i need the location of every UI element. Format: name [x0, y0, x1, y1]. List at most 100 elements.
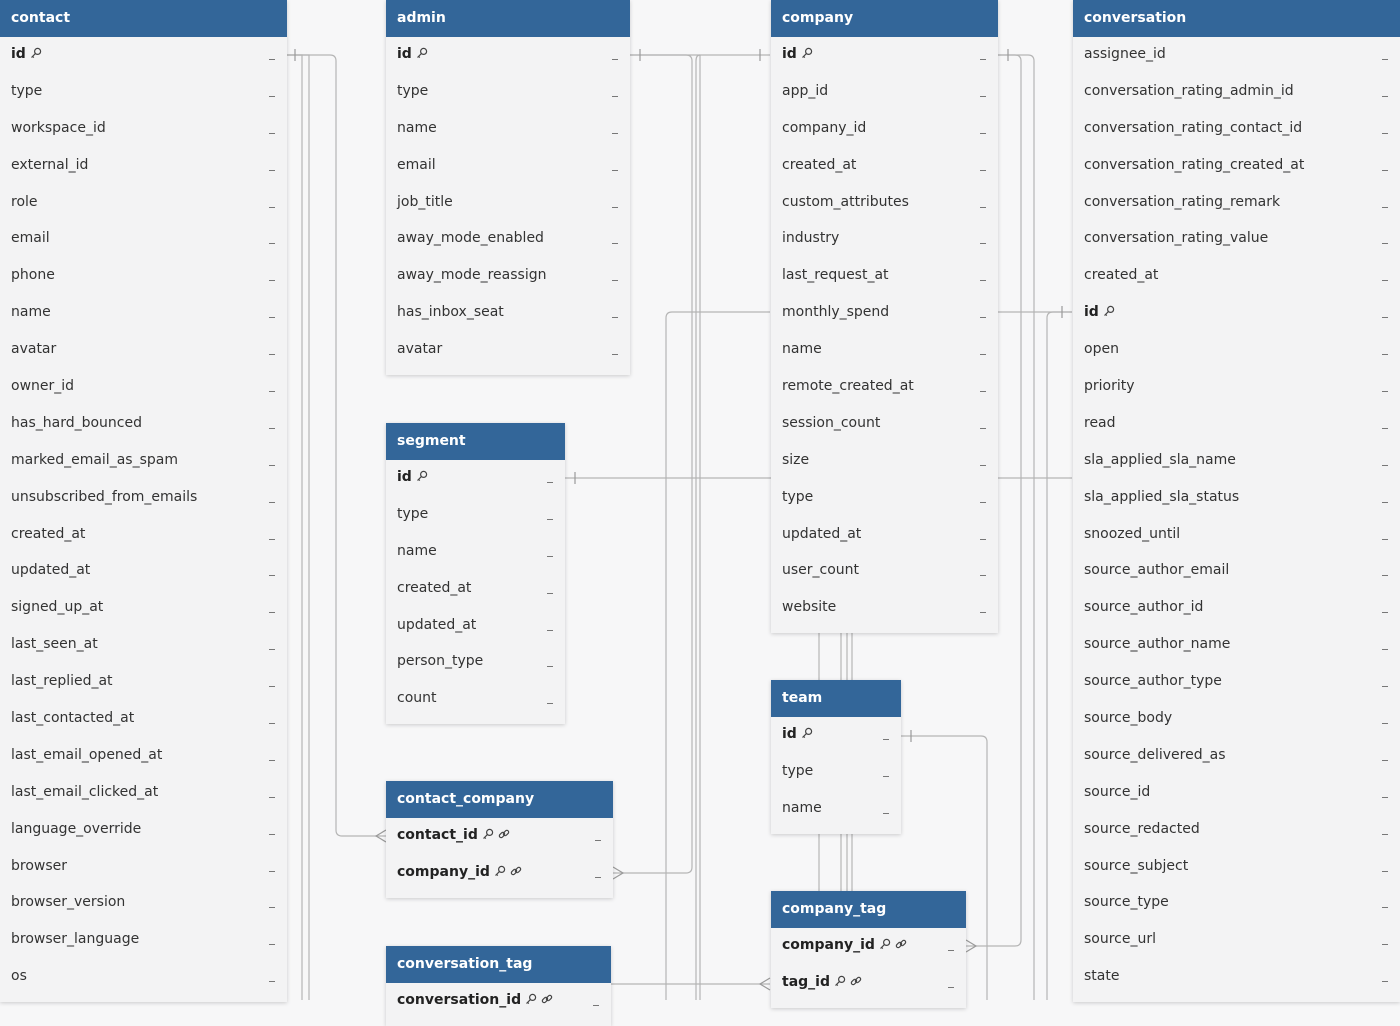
column-menu-icon[interactable] — [269, 243, 275, 245]
column-menu-icon[interactable] — [1382, 686, 1388, 688]
column-row[interactable]: conversation_rating_value — [1073, 221, 1400, 258]
column-row[interactable]: source_author_type — [1073, 664, 1400, 701]
table-header[interactable]: contact_company — [386, 781, 613, 818]
column-row[interactable]: away_mode_enabled — [386, 221, 630, 258]
column-row[interactable]: type — [386, 74, 630, 111]
column-menu-icon[interactable] — [547, 482, 553, 483]
column-row[interactable]: language_override — [0, 812, 287, 849]
column-row[interactable]: email — [386, 148, 630, 185]
column-row[interactable]: name — [386, 534, 565, 571]
column-menu-icon[interactable] — [269, 464, 275, 466]
column-menu-icon[interactable] — [980, 317, 986, 319]
column-row[interactable]: browser — [0, 849, 287, 886]
column-row[interactable]: custom_attributes — [771, 185, 998, 222]
column-menu-icon[interactable] — [547, 629, 553, 631]
column-row[interactable]: size — [771, 443, 998, 480]
column-menu-icon[interactable] — [269, 169, 275, 171]
column-menu-icon[interactable] — [1382, 649, 1388, 651]
column-row[interactable]: marked_email_as_spam — [0, 443, 287, 480]
column-menu-icon[interactable] — [269, 686, 275, 688]
column-menu-icon[interactable] — [269, 132, 275, 134]
column-menu-icon[interactable] — [1382, 464, 1388, 466]
column-row[interactable]: last_replied_at — [0, 664, 287, 701]
table-header[interactable]: conversation — [1073, 0, 1400, 37]
column-menu-icon[interactable] — [980, 59, 986, 60]
column-row[interactable]: website — [771, 590, 998, 627]
table-header[interactable]: admin — [386, 0, 630, 37]
column-menu-icon[interactable] — [980, 575, 986, 577]
column-row[interactable]: snoozed_until — [1073, 517, 1400, 554]
column-row[interactable]: source_body — [1073, 701, 1400, 738]
column-menu-icon[interactable] — [269, 612, 275, 614]
column-row[interactable]: open — [1073, 332, 1400, 369]
column-row[interactable]: browser_language — [0, 922, 287, 959]
column-menu-icon[interactable] — [612, 317, 618, 319]
column-row[interactable]: remote_created_at — [771, 369, 998, 406]
column-row[interactable]: source_subject — [1073, 849, 1400, 886]
column-menu-icon[interactable] — [612, 354, 618, 356]
column-row[interactable]: last_request_at — [771, 258, 998, 295]
column-row[interactable]: updated_at — [386, 608, 565, 645]
column-menu-icon[interactable] — [1382, 280, 1388, 282]
column-row[interactable]: conversation_rating_admin_id — [1073, 74, 1400, 111]
column-menu-icon[interactable] — [1382, 132, 1388, 134]
table-header[interactable]: contact — [0, 0, 287, 37]
column-menu-icon[interactable] — [612, 169, 618, 171]
column-menu-icon[interactable] — [980, 612, 986, 614]
column-row[interactable]: updated_at — [771, 517, 998, 554]
column-menu-icon[interactable] — [269, 649, 275, 651]
column-menu-icon[interactable] — [269, 501, 275, 503]
column-row[interactable]: monthly_spend — [771, 295, 998, 332]
column-row[interactable]: source_redacted — [1073, 812, 1400, 849]
column-menu-icon[interactable] — [883, 775, 889, 777]
column-menu-icon[interactable] — [980, 464, 986, 466]
column-menu-icon[interactable] — [980, 95, 986, 97]
column-menu-icon[interactable] — [883, 739, 889, 740]
column-row[interactable]: contact_id — [386, 818, 613, 855]
column-row[interactable]: name — [386, 111, 630, 148]
column-menu-icon[interactable] — [1382, 354, 1388, 356]
column-menu-icon[interactable] — [269, 206, 275, 208]
column-row[interactable]: company_id — [386, 855, 613, 892]
column-row[interactable]: company_id — [771, 111, 998, 148]
column-row[interactable]: updated_at — [0, 553, 287, 590]
column-row[interactable]: conversation_id — [386, 983, 611, 1020]
column-row[interactable]: name — [771, 791, 901, 828]
column-row[interactable]: id — [771, 37, 998, 74]
column-menu-icon[interactable] — [1382, 796, 1388, 798]
column-menu-icon[interactable] — [980, 391, 986, 393]
column-row[interactable]: created_at — [386, 571, 565, 608]
column-menu-icon[interactable] — [1382, 169, 1388, 171]
column-menu-icon[interactable] — [1382, 723, 1388, 725]
column-menu-icon[interactable] — [269, 575, 275, 577]
column-row[interactable]: source_author_email — [1073, 553, 1400, 590]
column-row[interactable]: conversation_rating_created_at — [1073, 148, 1400, 185]
column-menu-icon[interactable] — [980, 354, 986, 356]
column-menu-icon[interactable] — [547, 555, 553, 557]
column-menu-icon[interactable] — [1382, 907, 1388, 909]
column-menu-icon[interactable] — [547, 703, 553, 705]
column-row[interactable]: type — [386, 497, 565, 534]
column-menu-icon[interactable] — [269, 95, 275, 97]
column-row[interactable]: type — [771, 754, 901, 791]
column-menu-icon[interactable] — [612, 59, 618, 60]
column-row[interactable]: os — [0, 959, 287, 996]
column-row[interactable]: has_hard_bounced — [0, 406, 287, 443]
column-menu-icon[interactable] — [269, 907, 275, 909]
column-menu-icon[interactable] — [269, 280, 275, 282]
column-menu-icon[interactable] — [269, 944, 275, 946]
column-menu-icon[interactable] — [1382, 427, 1388, 429]
column-row[interactable]: sla_applied_sla_name — [1073, 443, 1400, 480]
column-menu-icon[interactable] — [980, 132, 986, 134]
column-row[interactable]: away_mode_reassign — [386, 258, 630, 295]
column-menu-icon[interactable] — [547, 518, 553, 520]
column-row[interactable]: job_title — [386, 185, 630, 222]
column-row[interactable]: source_id — [1073, 775, 1400, 812]
column-menu-icon[interactable] — [1382, 575, 1388, 577]
column-menu-icon[interactable] — [612, 206, 618, 208]
column-row[interactable]: type — [0, 74, 287, 111]
column-row[interactable]: person_type — [386, 644, 565, 681]
